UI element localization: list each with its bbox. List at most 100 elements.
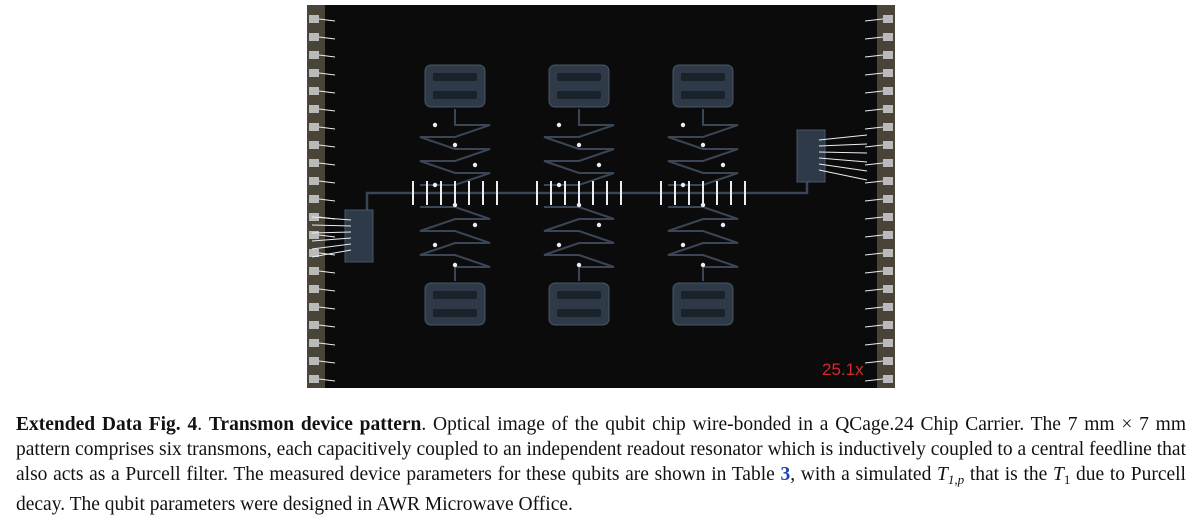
- transmon-bottom: [548, 282, 610, 326]
- carrier-pin-left: [309, 285, 319, 293]
- carrier-pin-right: [883, 141, 893, 149]
- edge-bond-wire: [318, 126, 336, 130]
- edge-bond-wire: [318, 378, 336, 382]
- carrier-pin-left: [309, 339, 319, 347]
- bond-dot: [452, 202, 458, 208]
- edge-bond-wire: [864, 288, 884, 292]
- readout-resonator: [543, 206, 615, 281]
- carrier-pin-left: [309, 249, 319, 257]
- carrier-pin-left: [309, 267, 319, 275]
- bond-dot: [700, 202, 706, 208]
- carrier-pin-left: [309, 303, 319, 311]
- transmon-slot: [681, 73, 725, 81]
- carrier-pin-right: [883, 249, 893, 257]
- pad-bond-wire: [818, 151, 868, 154]
- edge-bond-wire: [318, 306, 336, 310]
- transmon-slot: [681, 309, 725, 317]
- bond-dot: [452, 142, 458, 148]
- edge-bond-wire: [864, 252, 884, 256]
- edge-bond-wire: [864, 162, 884, 166]
- bond-dot: [452, 262, 458, 268]
- readout-resonator: [419, 109, 491, 186]
- transmon-top: [424, 64, 486, 108]
- carrier-pin-left: [309, 357, 319, 365]
- pad-bond-wire: [818, 169, 868, 181]
- edge-bond-wire: [318, 162, 336, 166]
- carrier-pin-left: [309, 69, 319, 77]
- bond-dot: [472, 222, 478, 228]
- t1-subscript: 1: [1063, 472, 1071, 487]
- bond-dot: [576, 202, 582, 208]
- carrier-pin-left: [309, 15, 319, 23]
- caption-text-1: Optical image of the qubit chip wire-bon…: [16, 414, 1187, 485]
- transmon-slot: [433, 91, 477, 99]
- chip-carrier-edges: [307, 5, 895, 388]
- bond-dot: [432, 122, 438, 128]
- carrier-pin-right: [883, 123, 893, 131]
- edge-bond-wire: [864, 378, 884, 382]
- carrier-pin-right: [883, 357, 893, 365]
- t1-symbol: T: [1052, 464, 1064, 485]
- carrier-pin-right: [883, 51, 893, 59]
- carrier-pin-left: [309, 87, 319, 95]
- edge-bond-wire: [318, 144, 336, 148]
- caption-text-4: due to Purcell decay. The qubit paramete…: [16, 464, 1186, 515]
- feedline-output-pad: [796, 129, 826, 183]
- caption-sep-1: .: [197, 414, 209, 435]
- carrier-pin-right: [883, 33, 893, 41]
- edge-bond-wire: [318, 108, 336, 112]
- edge-bond-wire: [864, 360, 884, 364]
- edge-bond-wire: [864, 54, 884, 58]
- transmon-slot: [433, 309, 477, 317]
- carrier-pin-left: [309, 177, 319, 185]
- pad-bond-wire: [818, 134, 868, 141]
- edge-bond-wire: [864, 234, 884, 238]
- readout-resonator: [419, 206, 491, 281]
- carrier-pin-left: [309, 321, 319, 329]
- bond-dot: [720, 162, 726, 168]
- bond-dot: [576, 262, 582, 268]
- bond-dot: [700, 262, 706, 268]
- edge-bond-wire: [864, 36, 884, 40]
- pad-bond-wire: [311, 249, 352, 258]
- edge-bond-wire: [864, 72, 884, 76]
- carrier-pin-left: [309, 159, 319, 167]
- figure-title: Transmon device pattern: [208, 414, 422, 435]
- table-reference-link[interactable]: 3: [780, 464, 791, 485]
- carrier-pin-left: [309, 33, 319, 41]
- bond-dot: [556, 182, 562, 188]
- edge-bond-wire: [318, 18, 336, 22]
- bond-dot: [700, 142, 706, 148]
- carrier-pin-right: [883, 339, 893, 347]
- carrier-pin-right: [883, 285, 893, 293]
- chip-image-svg: 25.1x: [307, 5, 895, 388]
- transmon-slot: [433, 291, 477, 299]
- carrier-pin-right: [883, 213, 893, 221]
- t-symbol: T: [937, 464, 948, 485]
- magnification-label: 25.1x: [822, 360, 864, 379]
- carrier-pin-right: [883, 195, 893, 203]
- pad-bond-wire: [818, 157, 868, 163]
- bond-dot: [576, 142, 582, 148]
- carrier-pin-left: [309, 123, 319, 131]
- transmon-bottom: [672, 282, 734, 326]
- bond-pads: [344, 129, 826, 263]
- bond-dot: [680, 182, 686, 188]
- bond-dot: [596, 162, 602, 168]
- pad-bond-wire: [818, 163, 868, 172]
- carrier-pin-right: [883, 105, 893, 113]
- carrier-pin-left: [309, 195, 319, 203]
- edge-bond-wire: [318, 90, 336, 94]
- edge-bond-wire: [318, 360, 336, 364]
- transmon-slot: [433, 73, 477, 81]
- bond-dot: [472, 162, 478, 168]
- edge-bond-wire: [318, 342, 336, 346]
- carrier-pin-right: [883, 177, 893, 185]
- transmon-slot: [557, 91, 601, 99]
- chip-optical-image: 25.1x: [307, 5, 895, 388]
- transmon-slot: [557, 73, 601, 81]
- edge-bond-wire: [864, 216, 884, 220]
- edge-bond-wire: [318, 36, 336, 40]
- carrier-pin-left: [309, 105, 319, 113]
- carrier-pin-right: [883, 303, 893, 311]
